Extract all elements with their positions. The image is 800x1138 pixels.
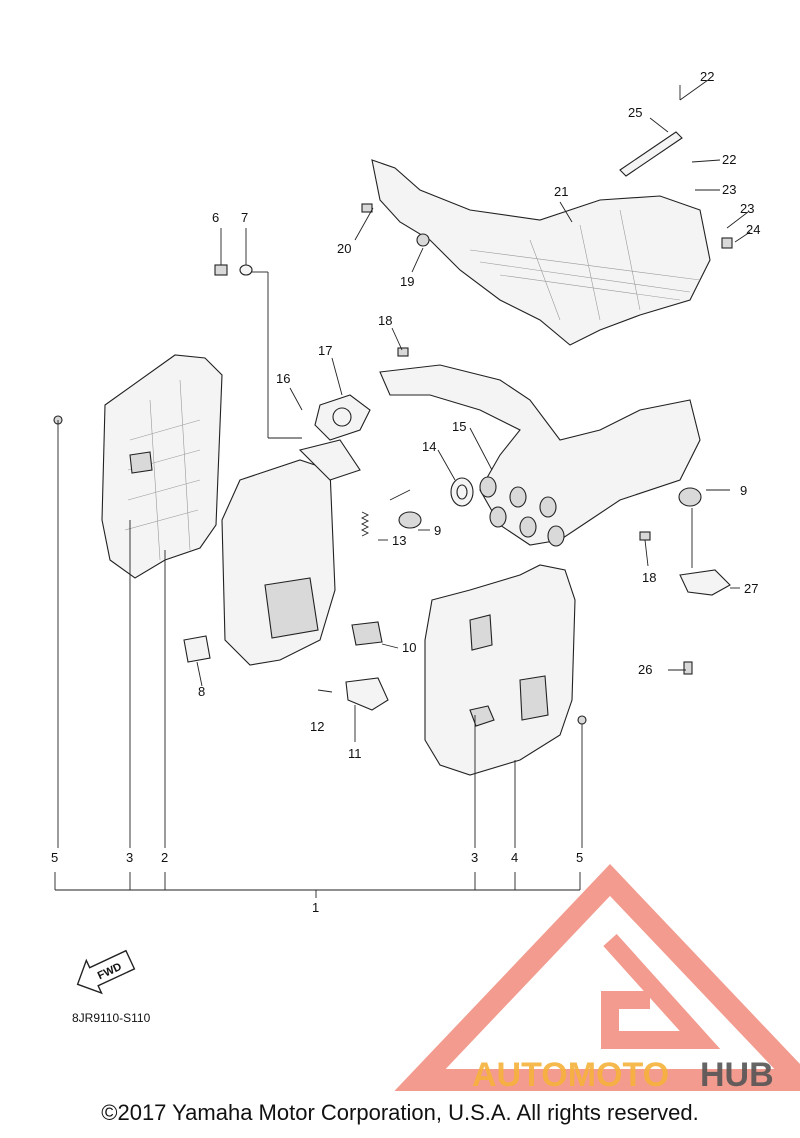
leader-lines <box>54 79 751 898</box>
bolt-part-20 <box>361 203 373 213</box>
callout-3a: 3 <box>126 850 133 865</box>
automotohub-logo: AUTOMOTO HUB <box>394 864 800 1094</box>
callout-16: 16 <box>276 371 290 386</box>
callout-3b: 3 <box>471 850 478 865</box>
bracket-part-25 <box>619 131 683 177</box>
callout-19: 19 <box>400 274 414 289</box>
callout-10: 10 <box>402 640 416 655</box>
callout-23a: 23 <box>722 182 736 197</box>
callout-5b: 5 <box>576 850 583 865</box>
callout-22b: 22 <box>722 152 736 167</box>
muffler-body <box>221 439 361 666</box>
gasket-part-14 <box>450 477 474 507</box>
callout-17: 17 <box>318 343 332 358</box>
callout-12: 12 <box>310 719 324 734</box>
spring-part-13 <box>360 511 370 537</box>
diagram-code: 8JR9110-S110 <box>72 1011 151 1025</box>
protector-part-4 <box>424 564 576 776</box>
damper-part-9 <box>398 511 422 529</box>
callout-20: 20 <box>337 241 351 256</box>
clamp-part-8 <box>183 635 211 663</box>
callout-26: 26 <box>638 662 652 677</box>
gasket-part-7 <box>239 264 253 276</box>
callout-2: 2 <box>161 850 168 865</box>
watermark-brand-part2: HUB <box>700 1056 774 1094</box>
callout-11: 11 <box>348 746 362 761</box>
callout-6: 6 <box>212 210 219 225</box>
callout-9b: 9 <box>434 523 441 538</box>
callout-18a: 18 <box>378 313 392 328</box>
callout-5a: 5 <box>51 850 58 865</box>
bracket-part-27 <box>679 569 731 596</box>
callout-15: 15 <box>452 419 466 434</box>
bracket-part-11 <box>345 677 389 711</box>
gasket-part-17 <box>314 394 371 441</box>
callout-13: 13 <box>392 533 406 548</box>
callout-8: 8 <box>198 684 205 699</box>
damper-part-10 <box>351 621 383 646</box>
exhaust-manifold-part-15 <box>379 364 702 547</box>
callout-18b: 18 <box>642 570 656 585</box>
protector-part-2 <box>101 354 223 579</box>
nut-part-24 <box>721 237 733 249</box>
copyright-notice: ©2017 Yamaha Motor Corporation, U.S.A. A… <box>101 1100 699 1125</box>
bolt-part-6 <box>214 264 228 276</box>
bolt-part-26 <box>683 661 693 675</box>
callout-22a: 22 <box>700 69 714 84</box>
callout-23b: 23 <box>740 201 754 216</box>
callout-7: 7 <box>241 210 248 225</box>
callout-24: 24 <box>746 222 760 237</box>
watermark-brand-part1: AUTOMOTO <box>472 1056 669 1094</box>
callout-4: 4 <box>511 850 518 865</box>
heat-shield-part-21 <box>371 159 711 346</box>
callout-14: 14 <box>422 439 436 454</box>
callout-1: 1 <box>312 900 319 915</box>
callout-25: 25 <box>628 105 642 120</box>
callout-27: 27 <box>744 581 758 596</box>
grommet-part-19 <box>416 233 430 247</box>
fwd-arrow-icon: FWD <box>76 949 136 995</box>
callout-labels: 22 25 22 23 21 23 6 7 24 20 19 18 17 16 … <box>51 69 760 915</box>
callout-9a: 9 <box>740 483 747 498</box>
callout-21: 21 <box>554 184 568 199</box>
